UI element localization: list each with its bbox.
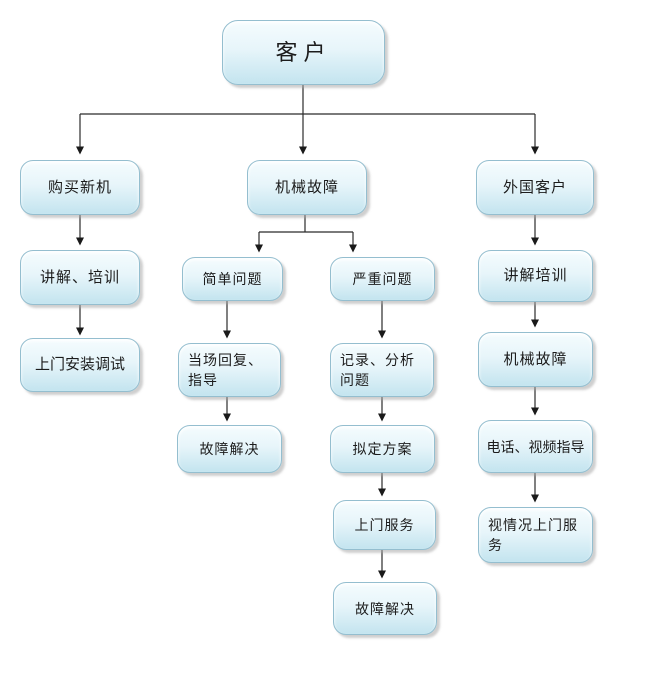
node-explain-training: 讲解、培训: [20, 250, 140, 305]
node-buy-new-machine-label: 购买新机: [47, 178, 112, 196]
node-customer-label: 客户: [275, 39, 332, 65]
node-simple-problem: 简单问题: [182, 257, 283, 301]
node-explain-training-foreign: 讲解培训: [478, 250, 593, 302]
node-foreign-customer-label: 外国客户: [502, 178, 567, 196]
node-simple-problem-label: 简单问题: [202, 271, 263, 287]
node-onsite-reply-guidance: 当场回复、指导: [178, 343, 281, 397]
node-fault-resolved-serious-label: 故障解决: [355, 600, 415, 617]
node-onsite-reply-guidance-label: 当场回复、指导: [188, 352, 263, 388]
node-onsite-service-as-needed-label: 视情况上门服务: [488, 517, 578, 553]
node-mechanical-failure-foreign: 机械故障: [478, 332, 593, 387]
node-draft-plan: 拟定方案: [330, 425, 435, 473]
node-customer: 客户: [222, 20, 385, 85]
node-record-analyze-problem: 记录、分析问题: [330, 343, 434, 397]
node-mechanical-failure-label: 机械故障: [274, 178, 339, 196]
node-fault-resolved-simple-label: 故障解决: [199, 441, 260, 457]
node-record-analyze-problem-label: 记录、分析问题: [340, 352, 415, 388]
node-onsite-install-debug: 上门安装调试: [20, 338, 140, 392]
node-mechanical-failure: 机械故障: [247, 160, 367, 215]
node-serious-problem-label: 严重问题: [352, 271, 413, 287]
node-foreign-customer: 外国客户: [476, 160, 594, 215]
edge-customer-branch-rail: [80, 85, 535, 115]
node-explain-training-label: 讲解、培训: [39, 268, 120, 286]
node-explain-training-foreign-label: 讲解培训: [503, 267, 568, 284]
node-onsite-service-label: 上门服务: [354, 517, 415, 533]
node-phone-video-guidance: 电话、视频指导: [478, 420, 593, 473]
node-fault-resolved-serious: 故障解决: [333, 582, 437, 635]
node-phone-video-guidance-label: 电话、视频指导: [486, 438, 585, 455]
node-onsite-service-as-needed: 视情况上门服务: [478, 507, 593, 563]
node-onsite-install-debug-label: 上门安装调试: [34, 356, 125, 373]
edge-mechanical-split-rail: [259, 215, 353, 233]
node-draft-plan-label: 拟定方案: [352, 441, 413, 457]
node-fault-resolved-simple: 故障解决: [177, 425, 282, 473]
node-buy-new-machine: 购买新机: [20, 160, 140, 215]
node-mechanical-failure-foreign-label: 机械故障: [503, 350, 568, 368]
node-onsite-service: 上门服务: [333, 500, 436, 550]
node-serious-problem: 严重问题: [330, 257, 435, 301]
